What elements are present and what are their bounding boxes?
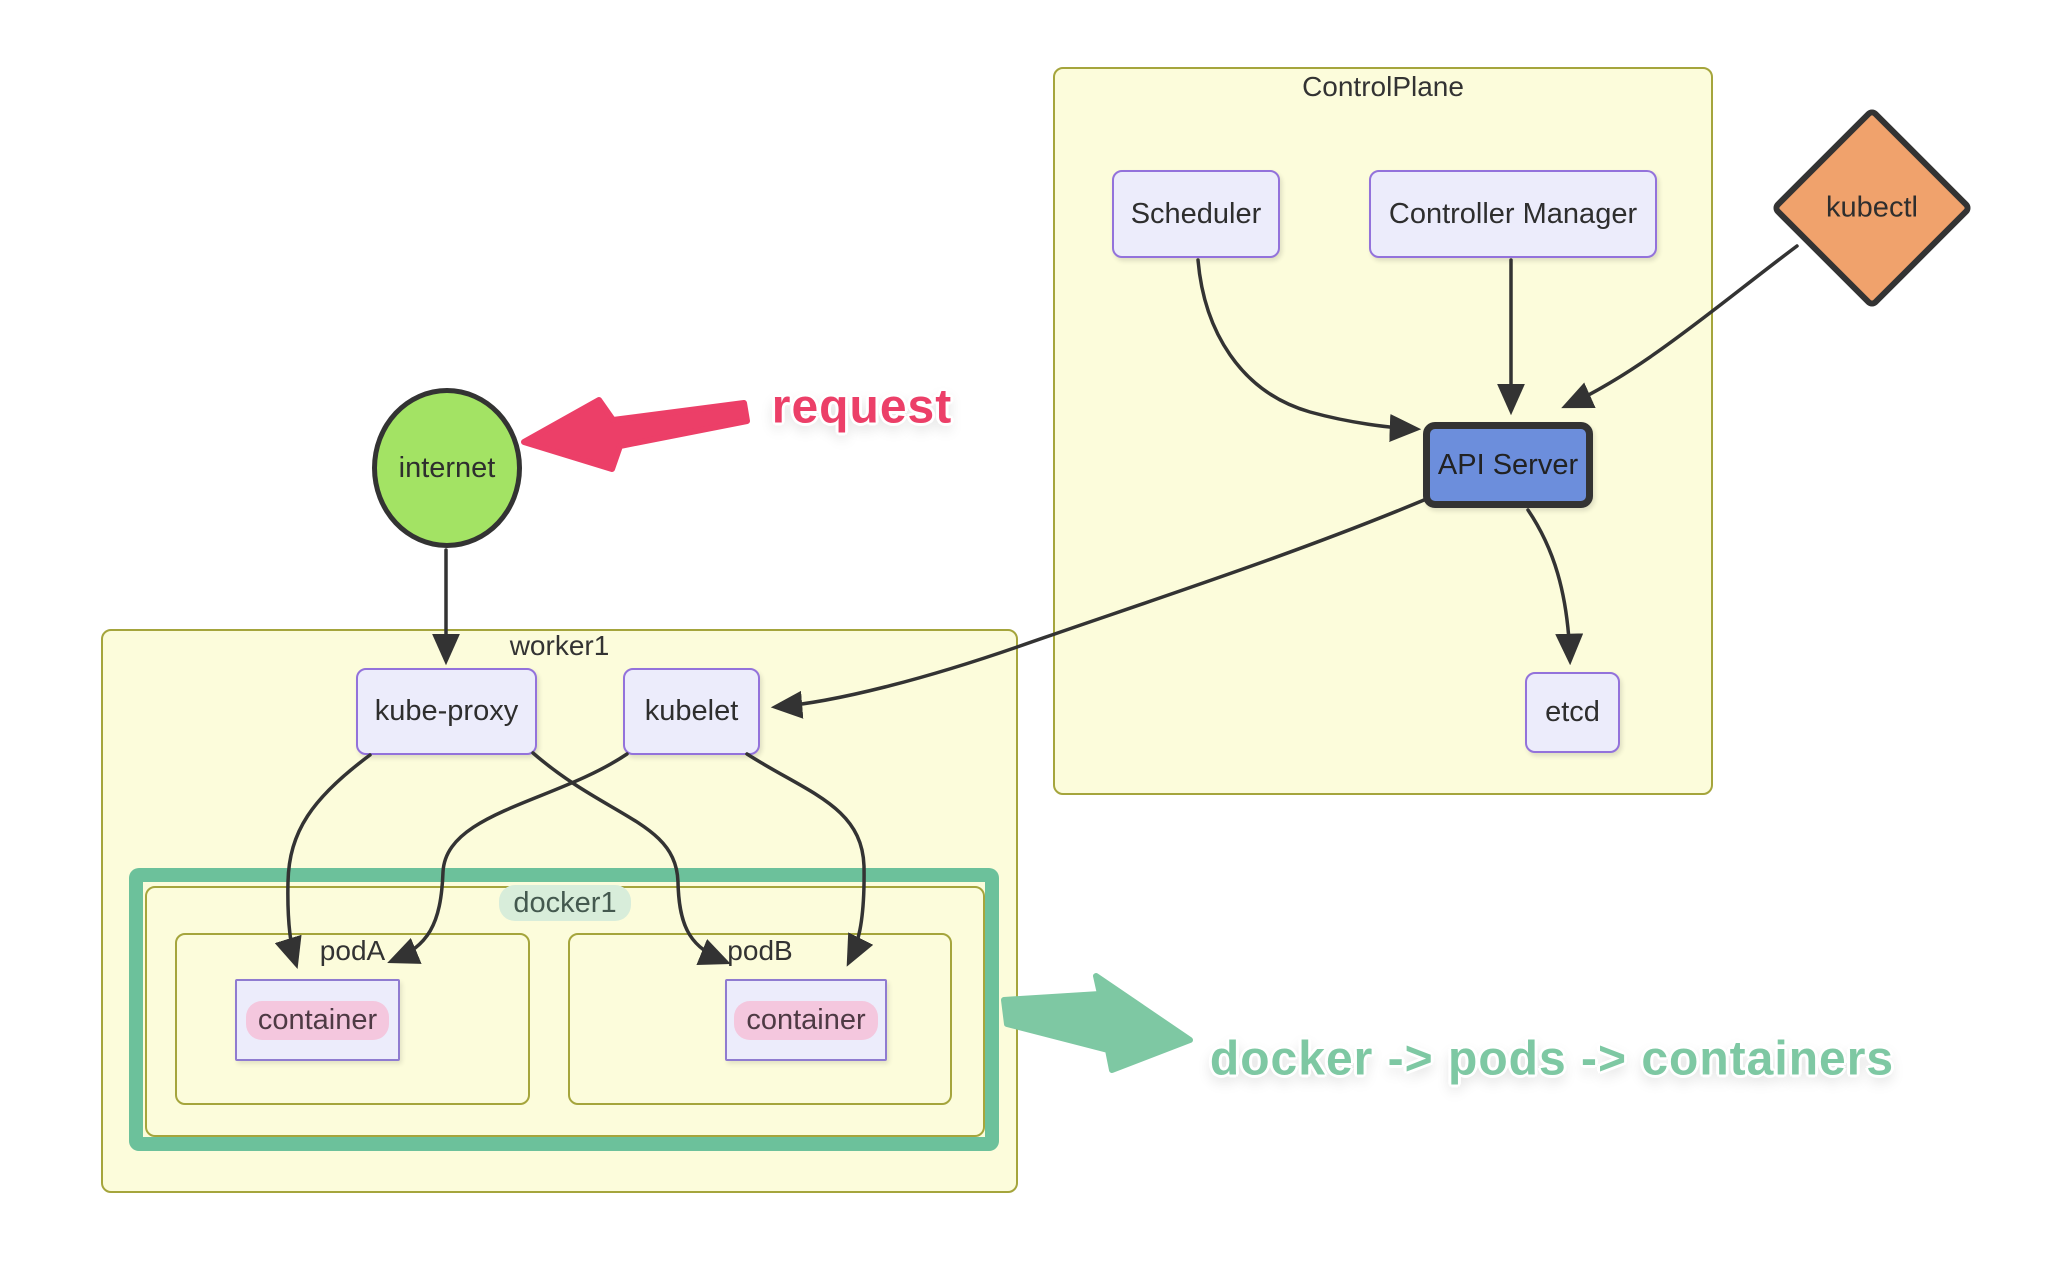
- internet-node: internet: [372, 388, 522, 548]
- kubelet-node: kubelet: [623, 668, 760, 755]
- podB-container-node: container: [725, 979, 887, 1061]
- request-arrow: [521, 397, 750, 472]
- controller-manager-node: Controller Manager: [1369, 170, 1657, 258]
- podA-container-label: container: [245, 1000, 390, 1040]
- etcd-node: etcd: [1525, 672, 1620, 753]
- controlplane-title: ControlPlane: [1302, 71, 1464, 102]
- docker1-title-highlight: docker1: [499, 885, 631, 921]
- podB-title: podB: [727, 935, 793, 966]
- podB-container-label: container: [734, 1000, 878, 1040]
- api-server-node: API Server: [1423, 422, 1593, 508]
- flow-arrow: [1001, 973, 1193, 1073]
- podA-title: podA: [319, 935, 386, 966]
- kubectl-label: kubectl: [1826, 191, 1918, 224]
- kube-proxy-node: kube-proxy: [356, 668, 537, 755]
- worker1-title: worker1: [509, 630, 610, 661]
- scheduler-node: Scheduler: [1112, 170, 1280, 258]
- flow-annotation: docker -> pods -> containers: [1209, 1032, 1895, 1086]
- docker1-title: docker1: [145, 885, 985, 921]
- request-annotation: request: [771, 380, 953, 434]
- podA-container-node: container: [235, 979, 400, 1061]
